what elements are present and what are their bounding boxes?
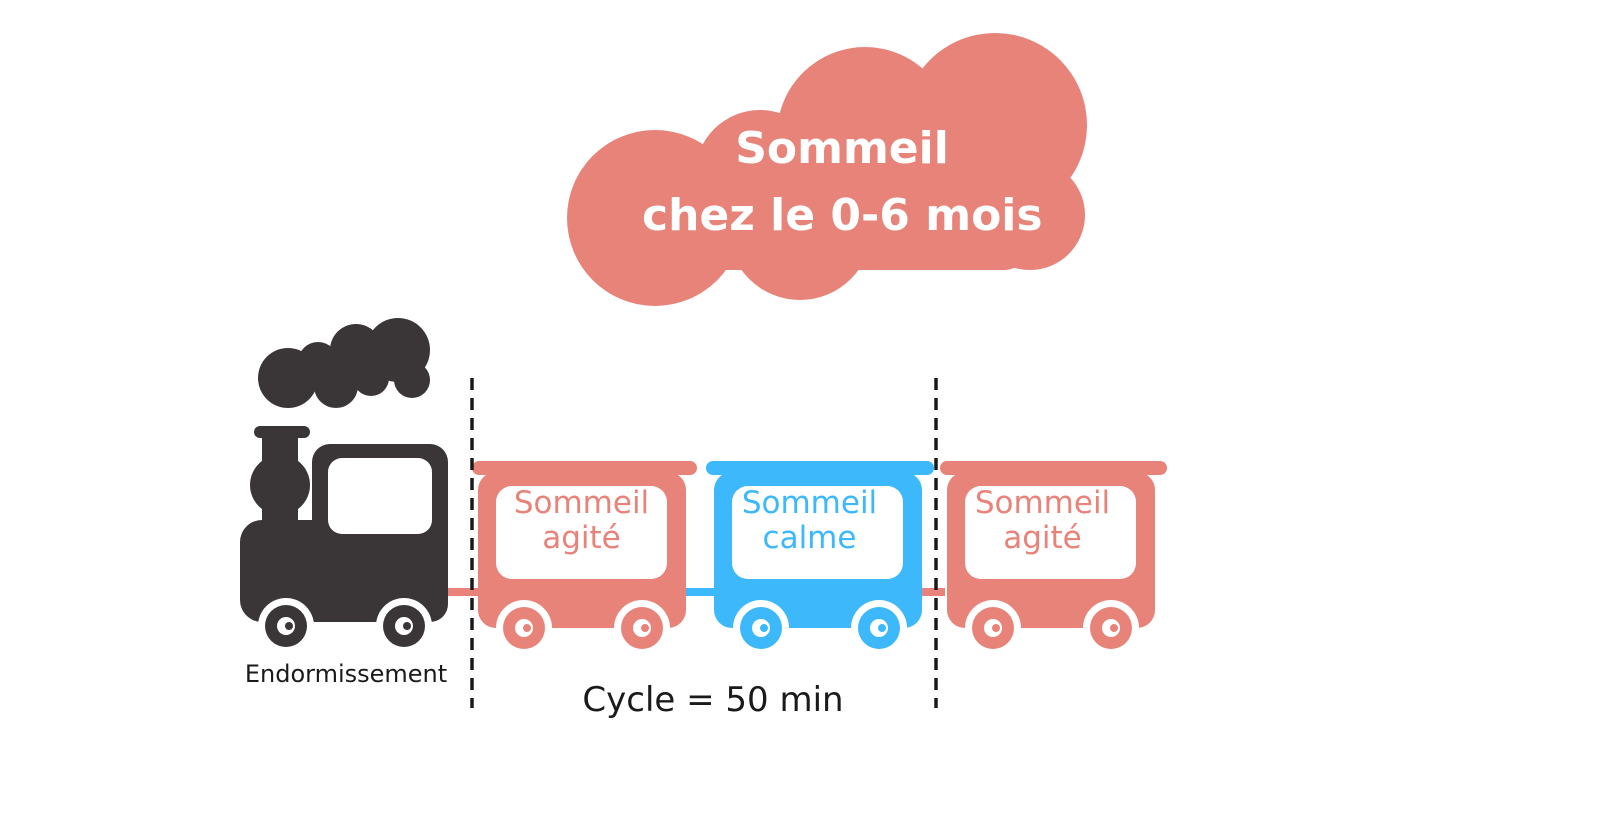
- engine-label: Endormissement: [244, 660, 448, 688]
- title-line-1: Sommeil: [735, 123, 949, 174]
- wheel-icon: [258, 598, 314, 654]
- coupler-line-blue: [680, 588, 720, 596]
- wagon-2-label-line-1: Sommeil: [741, 485, 878, 521]
- steam-locomotive-icon: [240, 318, 448, 654]
- wheel-icon: [733, 600, 789, 656]
- cloud-icon: [567, 33, 1087, 306]
- wagon-icon: [472, 461, 697, 656]
- wheel-icon: [965, 600, 1021, 656]
- wagon-3-label-line-1: Sommeil: [974, 485, 1111, 521]
- title-line-2: chez le 0-6 mois: [642, 190, 1043, 241]
- wagon-3-label-line-2: agité: [1003, 520, 1082, 556]
- wheel-icon: [851, 600, 907, 656]
- wagon-icon: [706, 461, 934, 656]
- wagon-1-label-line-1: Sommeil: [513, 485, 650, 521]
- wagon-1-label-line-2: agité: [542, 520, 621, 556]
- wagon-2-label-line-2: calme: [762, 520, 857, 556]
- wagon-icon: [940, 461, 1167, 656]
- smoke-icon: [258, 318, 430, 408]
- wheel-icon: [496, 600, 552, 656]
- cycle-label: Cycle = 50 min: [582, 680, 844, 720]
- wheel-icon: [614, 600, 670, 656]
- wheel-icon: [1083, 600, 1139, 656]
- wheel-icon: [376, 598, 432, 654]
